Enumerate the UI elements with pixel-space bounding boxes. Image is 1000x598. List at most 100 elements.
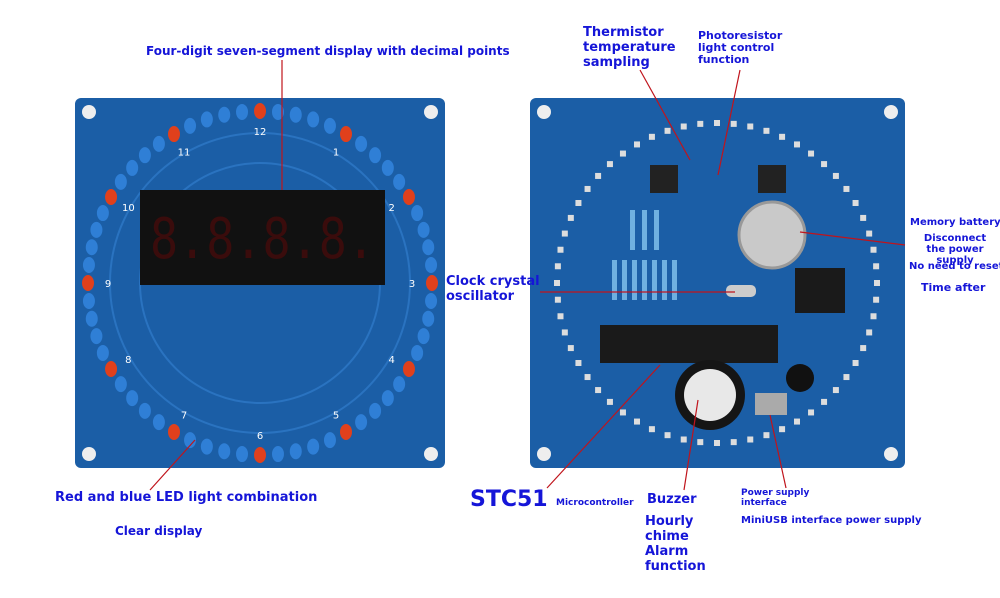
red-led xyxy=(168,126,180,143)
solder-pad xyxy=(843,185,850,192)
blue-led xyxy=(323,117,336,134)
solder-pad xyxy=(821,398,828,405)
solder-pad xyxy=(821,161,828,168)
blue-led xyxy=(289,443,302,460)
solder-pad xyxy=(648,133,655,140)
solder-pad xyxy=(567,214,574,221)
label-memory-battery: Memory battery xyxy=(910,217,1000,228)
solder-pad xyxy=(763,432,770,439)
push-button xyxy=(650,165,678,193)
solder-pad xyxy=(874,280,880,286)
solder-pad xyxy=(561,230,568,237)
solder-pad xyxy=(697,120,704,127)
solder-pad xyxy=(860,345,867,352)
blue-led xyxy=(381,159,394,176)
blue-led xyxy=(289,106,302,123)
solder-pad xyxy=(619,409,626,416)
red-led xyxy=(340,126,352,143)
solder-pad xyxy=(634,418,640,425)
solder-pad xyxy=(866,329,873,336)
blue-led xyxy=(271,446,284,463)
label-clear-display: Clear display xyxy=(115,524,203,538)
clock-number: 11 xyxy=(178,147,191,158)
solder-pad xyxy=(832,387,839,394)
blue-led xyxy=(114,173,127,190)
clock-number: 9 xyxy=(105,279,111,290)
resistor xyxy=(630,210,635,250)
blue-led xyxy=(307,111,320,128)
blue-led xyxy=(422,310,435,327)
solder-pad xyxy=(567,345,574,352)
blue-led xyxy=(82,257,95,274)
clock-number: 8 xyxy=(125,355,131,366)
crystal-oscillator xyxy=(726,285,756,297)
blue-led xyxy=(218,106,231,123)
solder-pad xyxy=(763,127,770,134)
blue-led xyxy=(90,221,103,238)
blue-led xyxy=(323,432,336,449)
red-led xyxy=(105,361,118,377)
solder-pad xyxy=(873,263,880,270)
resistor xyxy=(642,210,647,250)
blue-led xyxy=(126,390,139,407)
blue-led xyxy=(425,257,438,274)
blue-led xyxy=(425,292,438,309)
solder-pad xyxy=(606,398,613,405)
label-time-after: Time after xyxy=(921,281,986,294)
solder-pad xyxy=(557,313,564,320)
solder-pad xyxy=(680,436,687,443)
blue-led xyxy=(411,205,424,222)
blue-led xyxy=(218,443,231,460)
red-led xyxy=(340,423,352,440)
right-mount-hole xyxy=(884,105,898,119)
solder-pad xyxy=(697,439,704,446)
left-mount-hole xyxy=(82,105,96,119)
solder-pad xyxy=(575,360,582,366)
solder-pad xyxy=(606,161,613,168)
solder-pad xyxy=(747,123,754,130)
display-digits: 8.8.8.8. xyxy=(150,207,375,272)
solder-pad xyxy=(619,150,626,157)
resistor xyxy=(612,260,617,300)
blue-led xyxy=(236,446,249,463)
label-microcontroller: Microcontroller xyxy=(556,498,634,508)
blue-led xyxy=(152,414,165,431)
blue-led xyxy=(138,147,151,164)
blue-led xyxy=(355,414,368,431)
solder-pad xyxy=(870,313,877,320)
solder-pad xyxy=(561,329,568,336)
trace-ring xyxy=(109,132,411,434)
solder-pad xyxy=(852,360,859,366)
seven-segment-display xyxy=(140,190,385,285)
clock-number: 4 xyxy=(388,355,394,366)
solder-pad xyxy=(554,296,561,303)
left-mount-hole xyxy=(424,105,438,119)
blue-led xyxy=(200,111,213,128)
miniusb-port xyxy=(755,393,787,415)
red-led xyxy=(105,189,118,205)
resistor xyxy=(652,260,657,300)
clock-number: 3 xyxy=(409,279,415,290)
solder-pad xyxy=(584,374,591,381)
right-mount-hole xyxy=(537,447,551,461)
label-power-interface: Power supply interface xyxy=(741,488,810,508)
solder-pad xyxy=(843,374,850,381)
resistor xyxy=(622,260,627,300)
rtc-chip xyxy=(795,268,845,313)
resistor xyxy=(632,260,637,300)
label-no-reset: No need to reset xyxy=(909,261,1000,272)
blue-led xyxy=(96,344,109,361)
blue-led xyxy=(271,103,284,120)
solder-pad xyxy=(664,127,671,134)
blue-led xyxy=(138,402,151,419)
coin-battery xyxy=(737,200,807,270)
solder-pad xyxy=(860,214,867,221)
blue-led xyxy=(85,310,98,327)
push-button xyxy=(758,165,786,193)
label-crystal: Clock crystal oscillator xyxy=(446,274,540,304)
solder-pad xyxy=(866,230,873,237)
solder-pad xyxy=(554,280,560,286)
blue-led xyxy=(114,376,127,393)
clock-number: 6 xyxy=(257,431,263,442)
